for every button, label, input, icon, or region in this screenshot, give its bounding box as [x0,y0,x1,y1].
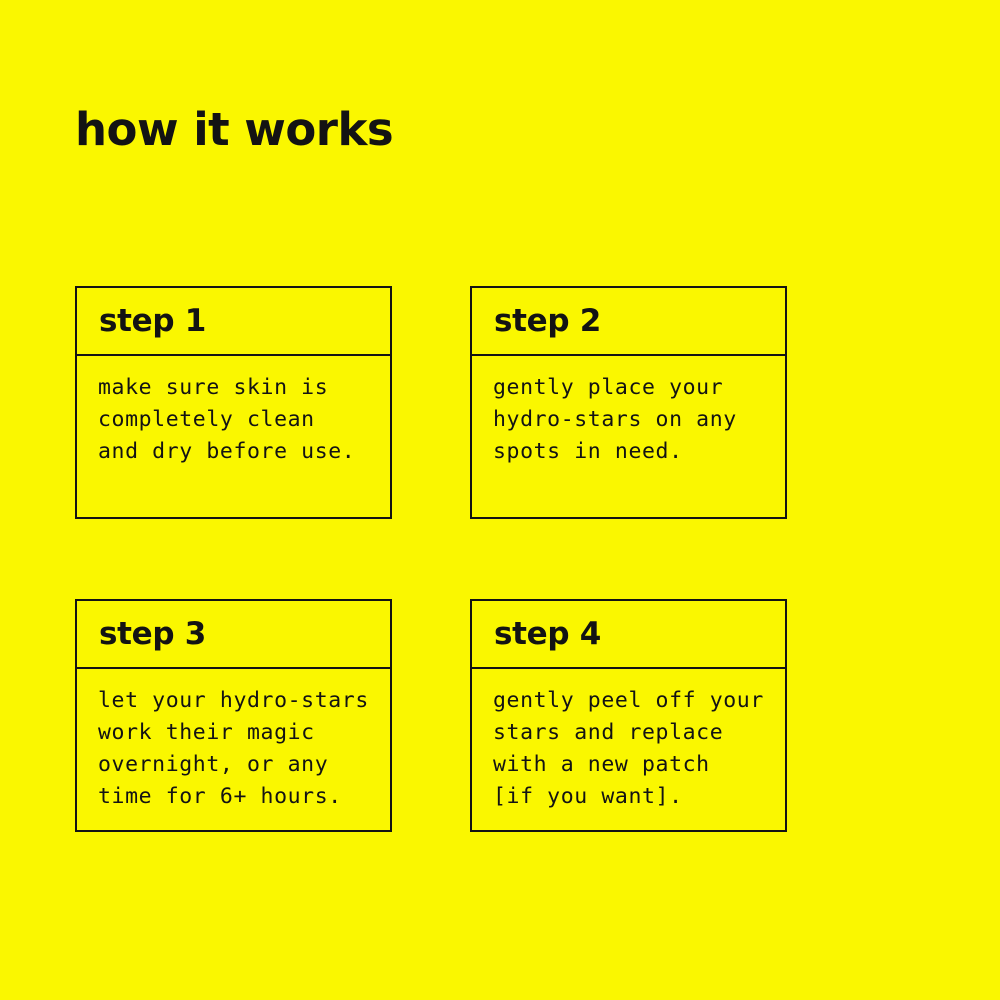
step-label: step 4 [494,616,602,652]
step-header: step 4 [472,601,785,669]
step-label: step 3 [99,616,207,652]
step-label: step 2 [494,303,602,339]
step-card-1: step 1 make sure skin is completely clea… [75,286,392,519]
step-header: step 1 [77,288,390,356]
page-title: how it works [75,103,394,156]
step-card-4: step 4 gently peel off your stars and re… [470,599,787,832]
step-body: gently place your hydro-stars on any spo… [493,375,737,464]
step-card-3: step 3 let your hydro-stars work their m… [75,599,392,832]
step-body: let your hydro-stars work their magic ov… [98,688,369,809]
steps-grid: step 1 make sure skin is completely clea… [75,286,787,832]
step-header: step 2 [472,288,785,356]
step-body: gently peel off your stars and replace w… [493,688,764,809]
step-body: make sure skin is completely clean and d… [98,375,356,464]
step-card-2: step 2 gently place your hydro-stars on … [470,286,787,519]
step-header: step 3 [77,601,390,669]
step-label: step 1 [99,303,207,339]
